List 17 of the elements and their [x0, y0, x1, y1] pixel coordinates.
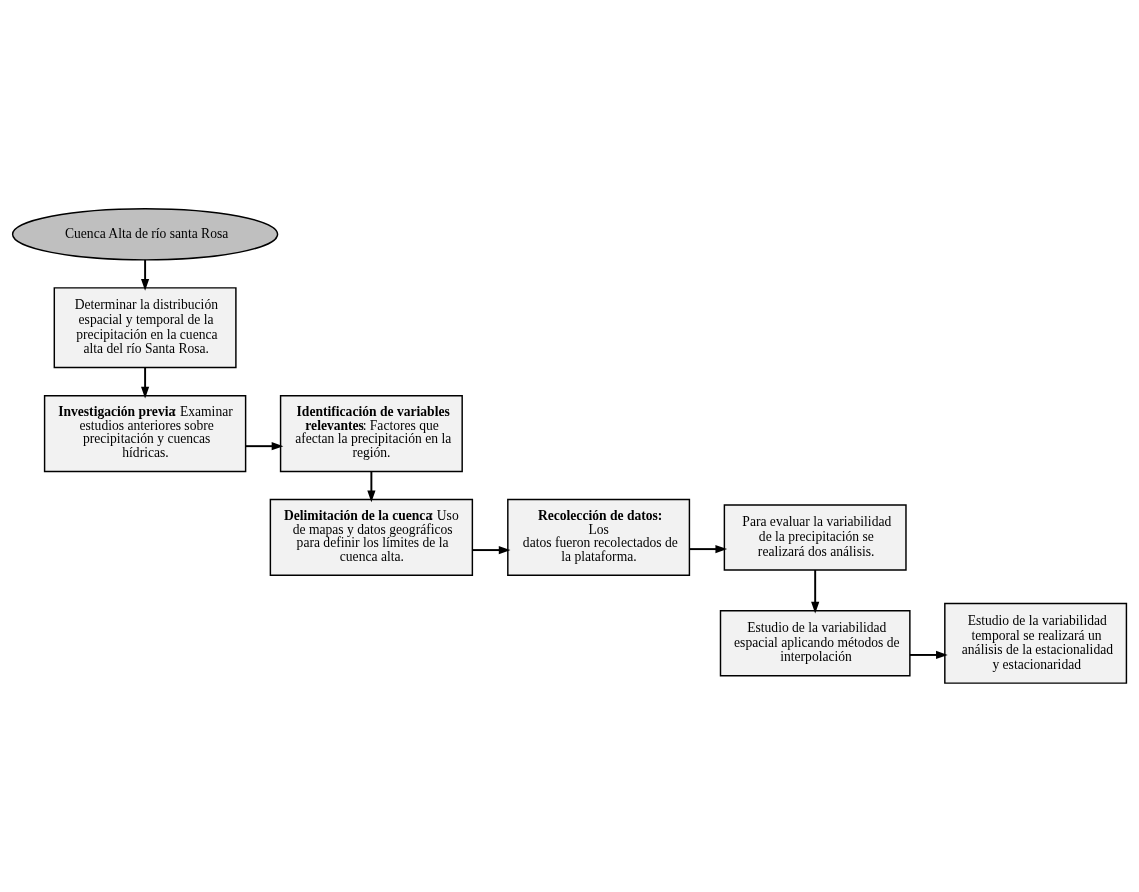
- arrow: [471, 546, 511, 555]
- arrow: [688, 545, 728, 554]
- node-box: Recolección de datos: Los datos fueron recolectados de la plataforma.: [507, 498, 691, 577]
- arrow: [811, 569, 820, 614]
- node-box: Estudio de la variabilidad espacial aplicando métodos de interpolación: [719, 610, 911, 677]
- arrow: [909, 650, 948, 660]
- arrow: [367, 470, 376, 503]
- node-box: Identificación de variables relevantes: Factores que afectan la precipitación en la región.: [279, 394, 463, 473]
- node-box: Para evaluar la variabilidad de la precipitación se realizará dos análisis.: [723, 504, 907, 571]
- arrow: [141, 366, 150, 399]
- node-box: Estudio de la variabilidad temporal se realizará un análisis de la estacionalidad y estacionaridad: [944, 602, 1128, 684]
- arrow: [141, 258, 150, 291]
- node-ellipse: Cuenca Alta de río santa Rosa: [11, 208, 279, 261]
- node-box: Delimitación de la cuenca: Uso de mapas y datos geográficos para definir los límites de la cuenca alta.: [269, 498, 474, 577]
- node-box: Determinar la distribución espacial y temporal de la precipitación en la cuenca alta del río Santa Rosa.: [53, 287, 237, 369]
- node-box: Investigación previa: Examinar estudios anteriores sobre precipitación y cuencas hídricas.: [43, 394, 247, 473]
- arrow: [244, 442, 284, 451]
